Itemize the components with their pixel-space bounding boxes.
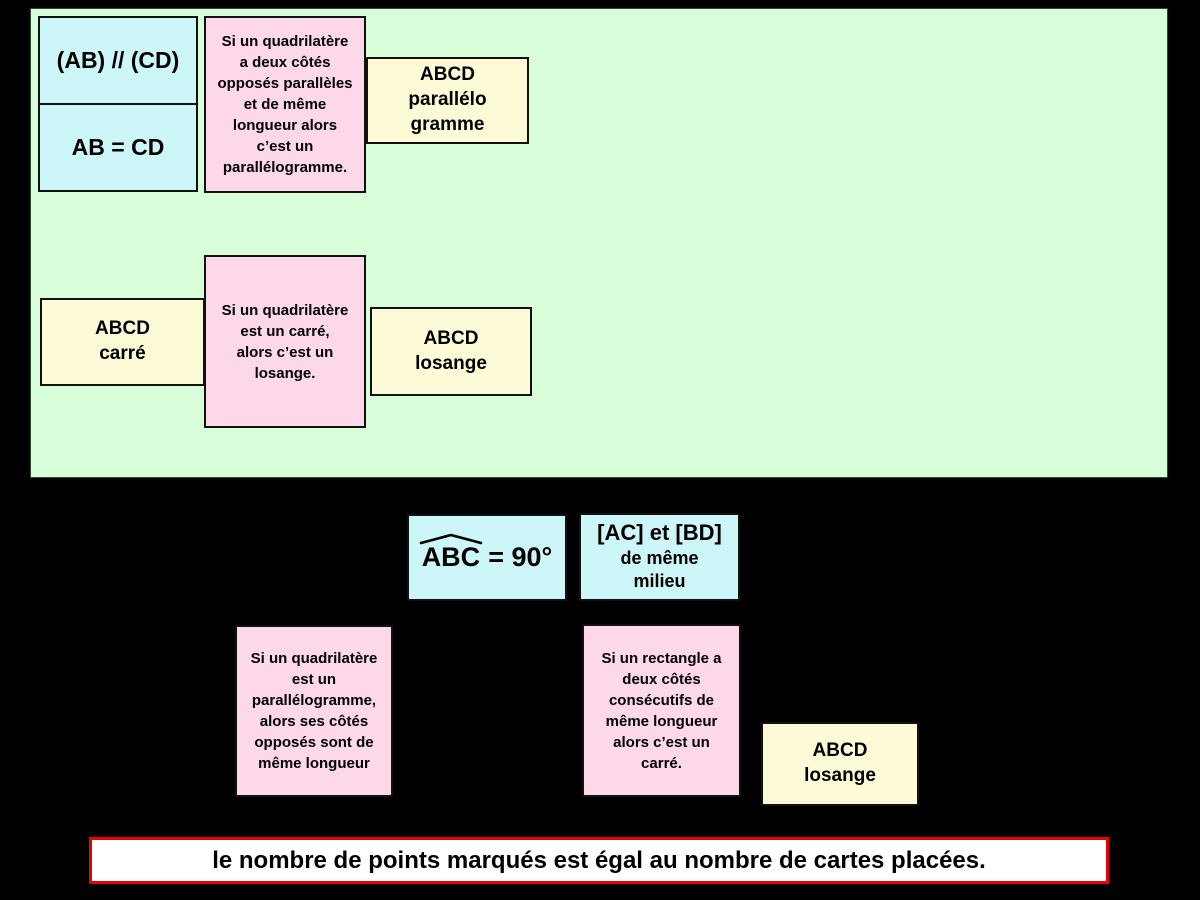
card-conclusion-parallelogramme[interactable]: ABCD parallélo gramme [366, 57, 529, 144]
conclusion-parallelogramme-text: ABCD parallélo gramme [408, 64, 487, 135]
card-theorem-losange[interactable]: Si un quadrilatère est un carré, alors c… [204, 255, 366, 428]
theorem-cotes-opposes-text: Si un quadrilatère est un parallélogramm… [250, 650, 378, 772]
angle-name-text: ABC [421, 542, 481, 572]
hypothesis-parallel-label: (AB) // (CD) [40, 18, 196, 105]
card-theorem-cotes-opposes[interactable]: Si un quadrilatère est un parallélogramm… [235, 625, 393, 797]
conclusion-losange-tray-text: ABCD losange [804, 740, 876, 786]
card-theorem-parallelogramme[interactable]: Si un quadrilatère a deux côtés opposés … [204, 16, 366, 193]
score-rule-banner: le nombre de points marqués est égal au … [89, 837, 1109, 884]
angle-value-text: = 90° [488, 542, 553, 572]
card-hypothesis-carre[interactable]: ABCD carré [40, 298, 205, 386]
theorem-rectangle-carre-text: Si un rectangle a deux côtés consécutifs… [601, 649, 722, 772]
angle-name-with-hat: ABC [419, 533, 482, 573]
hypothesis-carre-text: ABCD carré [95, 318, 150, 364]
hypothesis-equal-label: AB = CD [71, 134, 165, 160]
card-hypothesis-parallel-equal[interactable]: (AB) // (CD) AB = CD [38, 16, 198, 192]
card-hypothesis-angle-90[interactable]: ABC = 90° [407, 514, 567, 601]
card-conclusion-losange-tray[interactable]: ABCD losange [761, 722, 919, 806]
theorem-parallelogramme-text: Si un quadrilatère a deux côtés opposés … [217, 33, 353, 176]
theorem-losange-text: Si un quadrilatère est un carré, alors c… [221, 301, 349, 382]
card-conclusion-losange-zone[interactable]: ABCD losange [370, 307, 532, 396]
card-theorem-rectangle-carre[interactable]: Si un rectangle a deux côtés consécutifs… [582, 624, 741, 797]
score-rule-text: le nombre de points marqués est égal au … [212, 846, 986, 874]
diagonales-segments-text: [AC] et [BD] [597, 520, 722, 546]
diagonales-milieu-text: de même milieu [620, 547, 699, 592]
card-hypothesis-diagonales[interactable]: [AC] et [BD] de même milieu [579, 513, 740, 601]
angle-hat-icon [419, 533, 482, 545]
card-drop-zone[interactable] [30, 8, 1168, 478]
conclusion-losange-zone-text: ABCD losange [415, 327, 487, 374]
